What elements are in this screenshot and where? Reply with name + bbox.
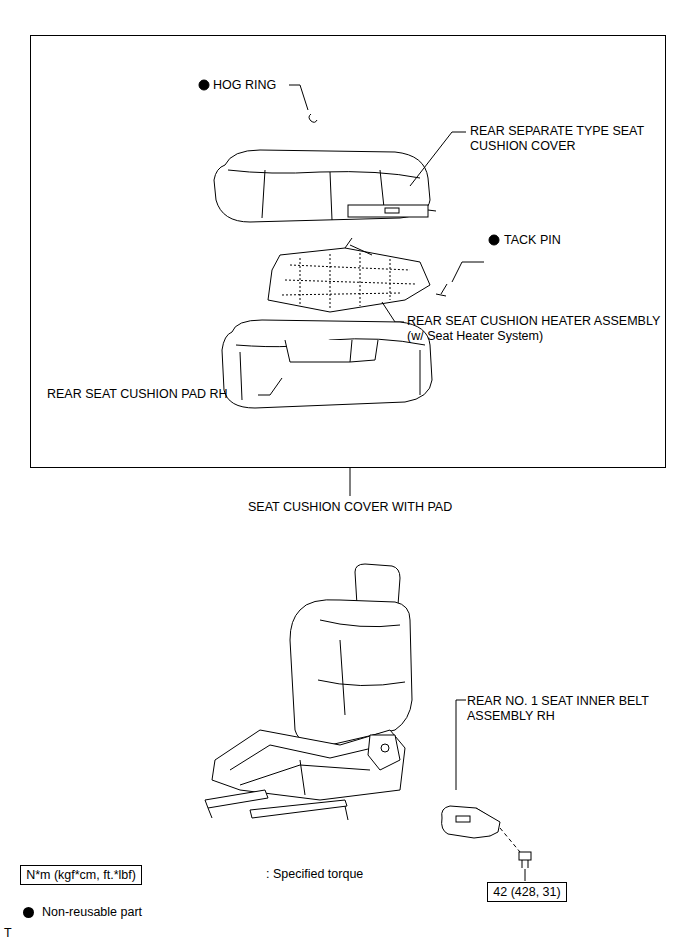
non-reusable-swatch [23,907,34,918]
part-name: TACK PIN [504,233,561,248]
seat-assembly [205,564,412,820]
unit-box: N*m (kgf*cm, ft.*lbf) [20,865,142,885]
install-line [500,828,520,852]
legend-text: Non-reusable part [42,905,142,920]
seat-cushion-pad [222,320,432,408]
seat-belt-buckle [442,806,500,838]
part-name: HOG RING [213,78,276,93]
box-text: 42 (428, 31) [493,885,560,899]
leader-line [525,869,526,881]
part-name: REAR SEAT CUSHION PAD RH [47,387,228,402]
leader-line [382,302,404,322]
seat-cushion-cover [214,150,436,222]
tack-pin [436,284,447,296]
non-reusable-mark [489,235,499,245]
part-name: REAR NO. 1 SEAT INNER BELT ASSEMBLY RH [467,694,677,724]
leader-line [452,262,484,282]
leader-line [350,467,351,496]
hog-ring [309,114,317,122]
non-reusable-mark [199,80,209,90]
bolt [519,852,531,868]
part-name: REAR SEAT CUSHION HEATER ASSEMBLY (w/ Se… [407,314,662,344]
torque-box: 42 (428, 31) [487,882,567,902]
group-frame [31,36,666,468]
leader-line [456,700,466,790]
figure-code: T [4,926,12,941]
part-name: REAR SEPARATE TYPE SEAT CUSHION COVER [470,124,660,154]
group-name: SEAT CUSHION COVER WITH PAD [248,500,452,515]
leader-line [258,378,282,395]
box-text: N*m (kgf*cm, ft.*lbf) [26,868,136,882]
leader-line [289,85,308,110]
seat-heater [268,238,430,312]
leader-line [410,132,466,186]
legend-note: : Specified torque [266,867,363,882]
